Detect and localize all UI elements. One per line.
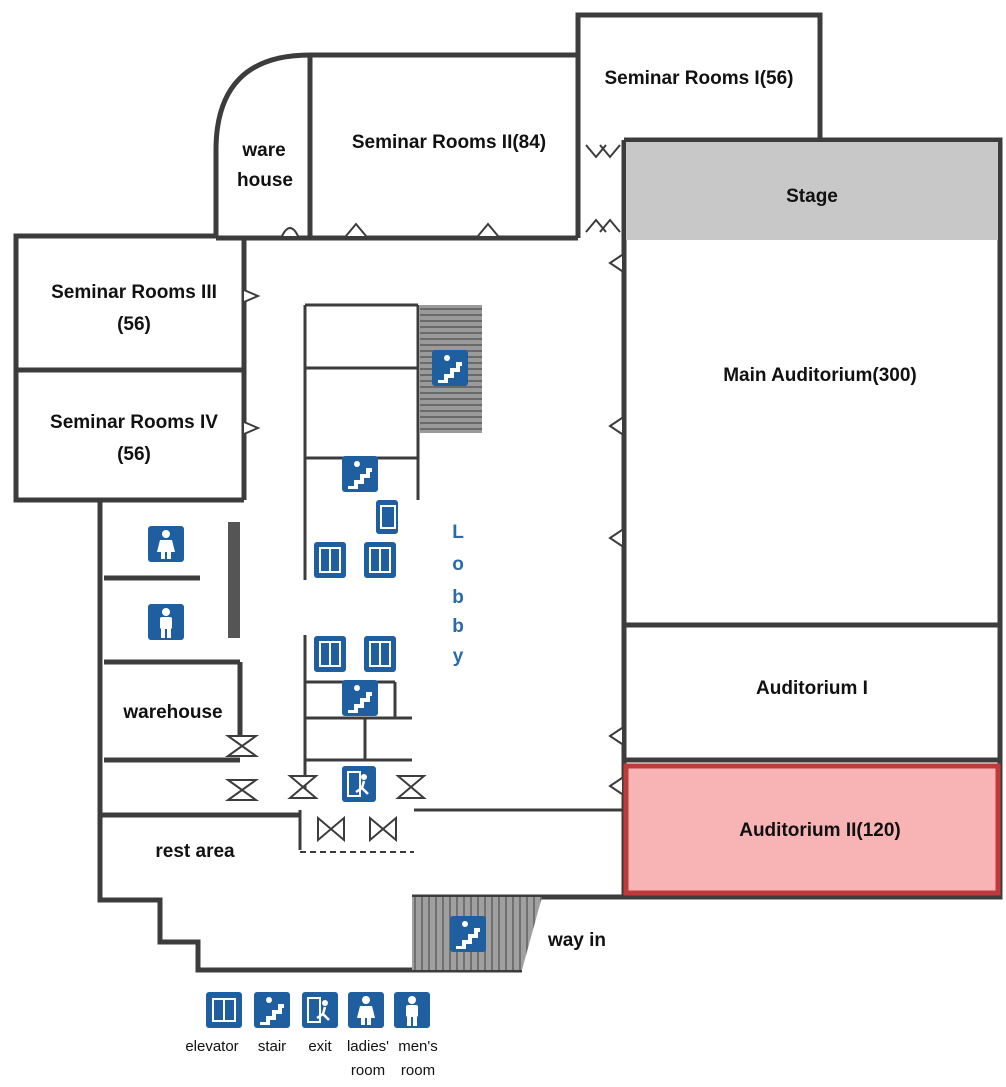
- way-in-label: way in: [547, 930, 606, 951]
- doors: [224, 144, 623, 843]
- elevator-icon: [314, 636, 346, 672]
- mens-room-icon: [148, 604, 184, 640]
- legend-mens-label-2: room: [401, 1062, 435, 1079]
- main-auditorium-label: Main Auditorium(300): [723, 365, 917, 386]
- seminar-rooms-2-label: Seminar Rooms II(84): [352, 132, 546, 153]
- seminar-rooms-1-label: Seminar Rooms I(56): [605, 68, 794, 89]
- elevator-icon: [314, 542, 346, 578]
- ladies-room-icon: [148, 526, 184, 562]
- warehouse-top-label-2: house: [237, 170, 293, 191]
- stage-area: [626, 142, 998, 240]
- legend-exit-label: exit: [308, 1038, 332, 1055]
- stair-icon: [342, 456, 378, 492]
- lobby-letter: L: [452, 522, 464, 543]
- legend-elevator-label: elevator: [185, 1038, 238, 1055]
- legend-elevator-icon: [206, 992, 242, 1028]
- legend-ladies-room-icon: [348, 992, 384, 1028]
- auditorium-2-highlight: [623, 763, 1001, 896]
- stage-label: Stage: [786, 186, 838, 207]
- legend-mens-room-icon: [394, 992, 430, 1028]
- exit-icon: [342, 766, 376, 802]
- legend-exit-icon: [302, 992, 338, 1028]
- elevator-icon: [376, 500, 398, 534]
- stair-icon: [432, 350, 468, 386]
- lobby-letter: b: [452, 616, 464, 637]
- legend-ladies-label: ladies': [347, 1038, 389, 1055]
- elevator-icon: [364, 542, 396, 578]
- warehouse-label: warehouse: [122, 702, 222, 723]
- seminar-rooms-3-label: Seminar Rooms III: [51, 282, 217, 303]
- legend-stair-icon: [254, 992, 290, 1028]
- seminar-rooms-4-label: Seminar Rooms IV: [50, 412, 218, 433]
- legend: [206, 992, 430, 1028]
- stair-icon: [450, 916, 486, 952]
- lobby-letter: b: [452, 587, 464, 608]
- lobby-label: L o b b y: [452, 522, 464, 667]
- warehouse-top-label: ware: [241, 140, 285, 161]
- legend-stair-label: stair: [258, 1038, 286, 1055]
- interior-walls: [16, 55, 1000, 897]
- stair-icon: [342, 680, 378, 716]
- legend-ladies-label-2: room: [351, 1062, 385, 1079]
- legend-mens-label: men's: [398, 1038, 438, 1055]
- rest-area-label: rest area: [155, 841, 235, 862]
- auditorium-1-label: Auditorium I: [756, 678, 868, 699]
- seminar-rooms-4-capacity: (56): [117, 444, 151, 465]
- elevator-icon: [364, 636, 396, 672]
- lobby-letter: y: [453, 646, 464, 667]
- seminar-rooms-3-capacity: (56): [117, 314, 151, 335]
- auditorium-2-label: Auditorium II(120): [739, 820, 901, 841]
- lobby-letter: o: [452, 554, 464, 575]
